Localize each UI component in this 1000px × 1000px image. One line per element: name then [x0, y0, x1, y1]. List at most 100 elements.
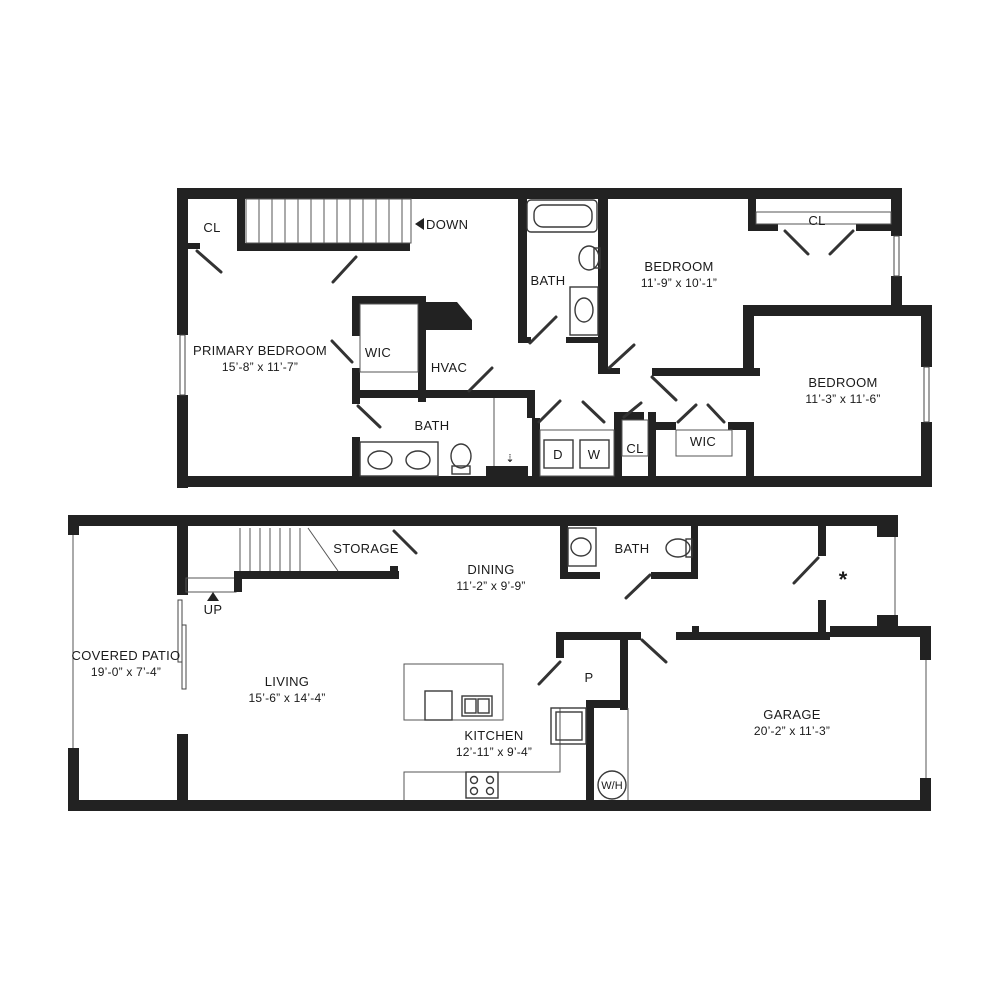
room-dimensions: 20’-2” x 11’-3”	[754, 724, 830, 738]
bath-east-wall	[598, 199, 608, 374]
sink-icon	[567, 527, 597, 567]
room-dimensions: 12’-11” x 9’-4”	[456, 745, 532, 759]
bath-west-stub	[518, 337, 531, 343]
window-bed2	[893, 235, 900, 277]
bed2-bed3-wall	[743, 305, 754, 376]
shower-drain-icon: ⇣	[505, 453, 514, 465]
toilet-icon	[450, 443, 472, 475]
pantry-south-wall	[588, 700, 628, 708]
fridge	[550, 707, 587, 745]
down-label: DOWN	[426, 217, 468, 232]
bath-north-wall	[352, 390, 535, 398]
lower-floor: STORAGE DINING 11’-2” x 9’-9” BATH * UP …	[68, 515, 931, 811]
patio-west-stub-bottom	[68, 748, 79, 811]
wic-west-wall-b	[352, 368, 360, 404]
water-heater-label: W/H	[601, 780, 622, 792]
toilet-icon	[578, 245, 601, 271]
closet-bed2-stub-l	[748, 224, 778, 231]
vanity	[359, 441, 439, 477]
garage-north-wall	[676, 632, 830, 640]
room-label-bath: BATH	[415, 418, 450, 433]
living-west-wall-b	[177, 734, 188, 811]
washer-label: W	[588, 447, 601, 462]
room-label-garage: GARAGE	[763, 707, 820, 722]
room-label-wic: WIC	[690, 434, 716, 449]
wic-bed3-stub-r	[728, 422, 754, 430]
garage-east-wall-b	[920, 778, 931, 811]
room-label-hvac: HVAC	[431, 360, 467, 375]
doors-upper	[195, 229, 855, 429]
closet-bed2-shelf	[755, 211, 892, 225]
closet-wall	[237, 199, 245, 247]
shower-curb	[486, 466, 528, 478]
wic-bed3-east-wall	[746, 422, 754, 478]
closet-wall-stub	[188, 243, 200, 249]
utility-west-wall-a	[818, 526, 826, 556]
doors-lower	[392, 529, 820, 686]
bed2-south-wall	[652, 368, 760, 376]
range-icon	[465, 771, 499, 799]
wh-west-wall	[586, 700, 594, 811]
room-label-covered-patio: COVERED PATIO	[72, 648, 181, 663]
water-heater	[597, 770, 627, 800]
washer	[579, 439, 610, 469]
stair-south-wall	[237, 243, 410, 251]
room-dimensions: 11’-9” x 10’-1”	[641, 276, 717, 290]
sliding-door	[177, 599, 187, 690]
window-primary	[179, 334, 186, 396]
room-label-pantry: P	[585, 670, 594, 685]
closet-hall-shelf	[621, 419, 649, 457]
bath-south-wall	[566, 337, 607, 343]
upper-west-wall-a	[177, 188, 188, 335]
dryer-label: D	[553, 447, 563, 462]
half-bath-south-wall-a	[560, 572, 600, 579]
pantry-north-wall	[556, 632, 641, 640]
room-dimensions: 11’-2” x 9’-9”	[456, 579, 525, 593]
bed2-east-wall-b	[891, 276, 902, 306]
kitchen-island	[403, 663, 504, 721]
bath-west-wall-lower	[352, 437, 360, 477]
laundry-west-wall	[532, 418, 540, 478]
upper-west-wall-b	[177, 395, 188, 488]
wic-west-wall-a	[352, 296, 360, 336]
laundry-shelf	[539, 429, 615, 477]
patio-west-stub-top	[68, 515, 79, 535]
wic-east-wall	[418, 296, 426, 402]
room-label-primary-bedroom: PRIMARY BEDROOM	[193, 343, 327, 358]
wic-shelf	[359, 303, 419, 373]
lower-south-wall	[68, 800, 931, 811]
room-label-dining: DINING	[467, 562, 514, 577]
room-label-bedroom: BEDROOM	[808, 375, 877, 390]
landing	[185, 577, 237, 593]
living-west-wall-a	[177, 515, 188, 595]
stair-down	[245, 198, 412, 244]
room-dimensions: 15’-8” x 11’-7”	[222, 360, 298, 374]
room-dimensions: 19’-0” x 7’-4”	[91, 665, 161, 679]
window-bed3	[923, 366, 930, 423]
stair-up	[239, 527, 339, 572]
dryer	[543, 439, 574, 469]
wic-north-wall	[352, 296, 422, 304]
down-arrow-icon	[415, 218, 424, 230]
room-dimensions: 15’-6” x 14’-4”	[248, 691, 325, 705]
room-label-closet: CL	[203, 220, 220, 235]
pantry-west-wall	[556, 632, 564, 658]
up-arrow-icon	[207, 592, 219, 601]
upper-south-wall	[177, 476, 932, 487]
sink-icon	[367, 450, 393, 470]
bed2-east-wall-a	[891, 188, 902, 236]
cl-north-wall	[614, 412, 644, 420]
bed3-east-wall-b	[921, 422, 932, 487]
room-label-wic: WIC	[365, 345, 391, 360]
half-bath-east-wall	[691, 526, 698, 579]
bath-west-wall	[518, 199, 527, 343]
toilet-icon	[665, 538, 693, 558]
bed2-stub	[608, 368, 620, 374]
bed3-east-wall-a	[921, 305, 932, 367]
half-bath-south-wall-b	[651, 572, 697, 579]
utility-west-wall-b	[818, 600, 826, 637]
hvac-chase	[426, 302, 472, 330]
room-label-closet: CL	[626, 441, 643, 456]
bath-east-wall-a	[527, 390, 535, 418]
